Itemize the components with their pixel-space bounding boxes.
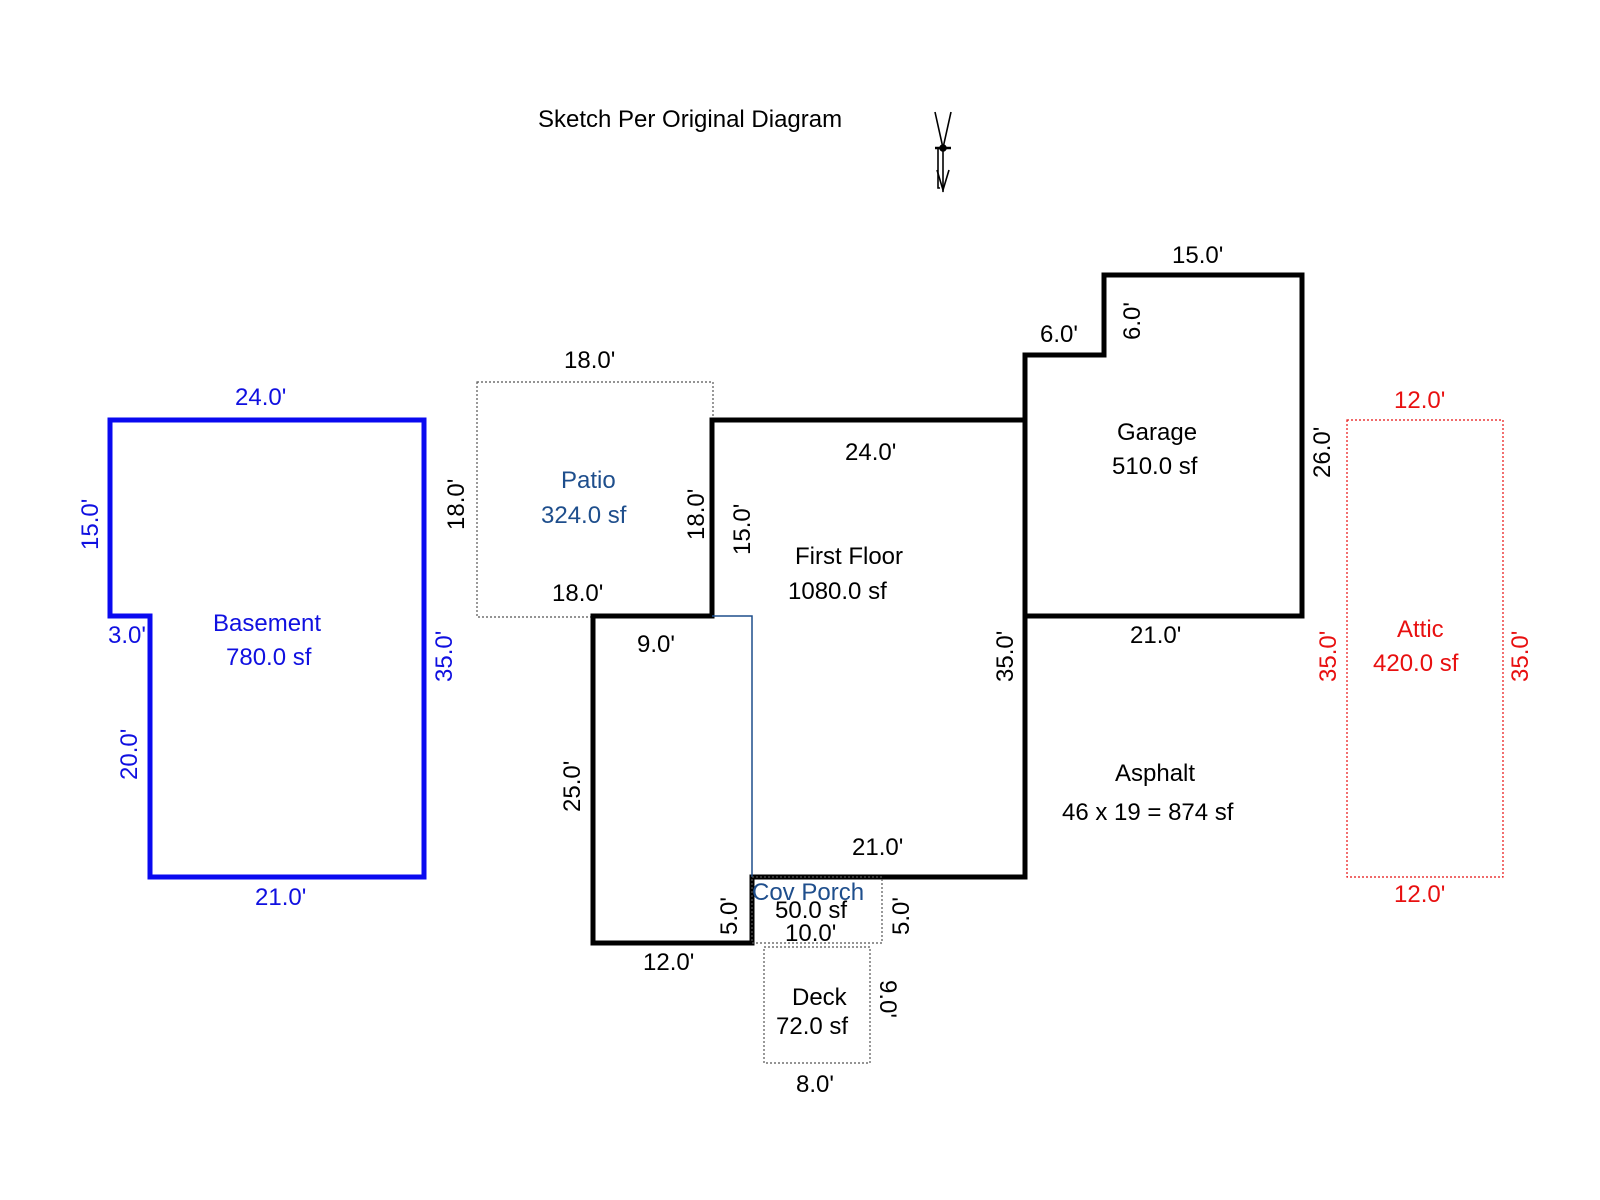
first-floor-outline [590,417,1028,946]
first-floor-dim-left-upper: 15.0' [729,504,756,555]
basement-dim-right: 35.0' [431,631,458,682]
attic-dim-bottom: 12.0' [1394,881,1445,908]
patio-dim-left: 18.0' [443,479,470,530]
basement-area: 780.0 sf [226,644,312,671]
asphalt-area: 46 x 19 = 874 sf [1062,799,1234,826]
first-floor-label: First Floor [795,543,903,570]
garage-dim-top: 15.0' [1172,242,1223,269]
attic-area: 420.0 sf [1373,650,1459,677]
attic-dim-top: 12.0' [1394,387,1445,414]
deck-dim-bottom: 8.0' [796,1071,834,1098]
garage-area: 510.0 sf [1112,453,1198,480]
attic-label: Attic [1397,616,1444,643]
patio-dim-top: 18.0' [564,347,615,374]
basement-dim-bottom: 21.0' [255,884,306,911]
basement-dim-notch: 3.0' [108,622,146,649]
porch-label: Cov Porch [752,879,864,906]
deck-dim-right: 9.0' [874,980,901,1018]
deck-area: 72.0 sf [776,1013,848,1040]
attic-dim-right: 35.0' [1507,631,1534,682]
garage-dim-bottom: 21.0' [1130,622,1181,649]
first-floor-area: 1080.0 sf [788,578,887,605]
porch-dim-right: 5.0' [888,897,915,935]
garage-dim-step-top: 6.0' [1040,321,1078,348]
porch-outline [751,876,883,944]
first-floor-dim-porch-left: 5.0' [716,897,743,935]
first-floor-dim-bottom: 21.0' [852,834,903,861]
first-floor-dim-ell-bottom: 12.0' [643,949,694,976]
basement-label: Basement [213,610,321,637]
interior-porch-line [712,615,753,877]
porch-dim-bottom: 10.0' [785,920,836,947]
first-floor-dim-right: 35.0' [992,631,1019,682]
first-floor-dim-top: 24.0' [845,439,896,466]
sketch-title: Sketch Per Original Diagram [538,106,842,133]
patio-dim-right: 18.0' [683,489,710,540]
basement-dim-left-lower: 20.0' [116,729,143,780]
garage-dim-step-side: 6.0' [1119,302,1146,340]
attic-outline [1346,419,1504,878]
patio-area: 324.0 sf [541,502,627,529]
patio-label: Patio [561,467,616,494]
first-floor-dim-ell-left: 25.0' [559,761,586,812]
garage-dim-right: 26.0' [1309,427,1336,478]
north-arrow-icon [934,111,952,193]
porch-area: 50.0 sf [775,897,847,924]
garage-label: Garage [1117,419,1197,446]
first-floor-dim-ell-top: 9.0' [637,631,675,658]
attic-dim-left: 35.0' [1315,631,1342,682]
basement-outline [107,417,427,880]
asphalt-label: Asphalt [1115,760,1195,787]
garage-outline [1022,272,1305,619]
basement-dim-left-upper: 15.0' [77,499,104,550]
patio-dim-bottom: 18.0' [552,580,603,607]
basement-dim-top: 24.0' [235,384,286,411]
deck-label: Deck [792,984,848,1011]
deck-outline [763,946,871,1064]
